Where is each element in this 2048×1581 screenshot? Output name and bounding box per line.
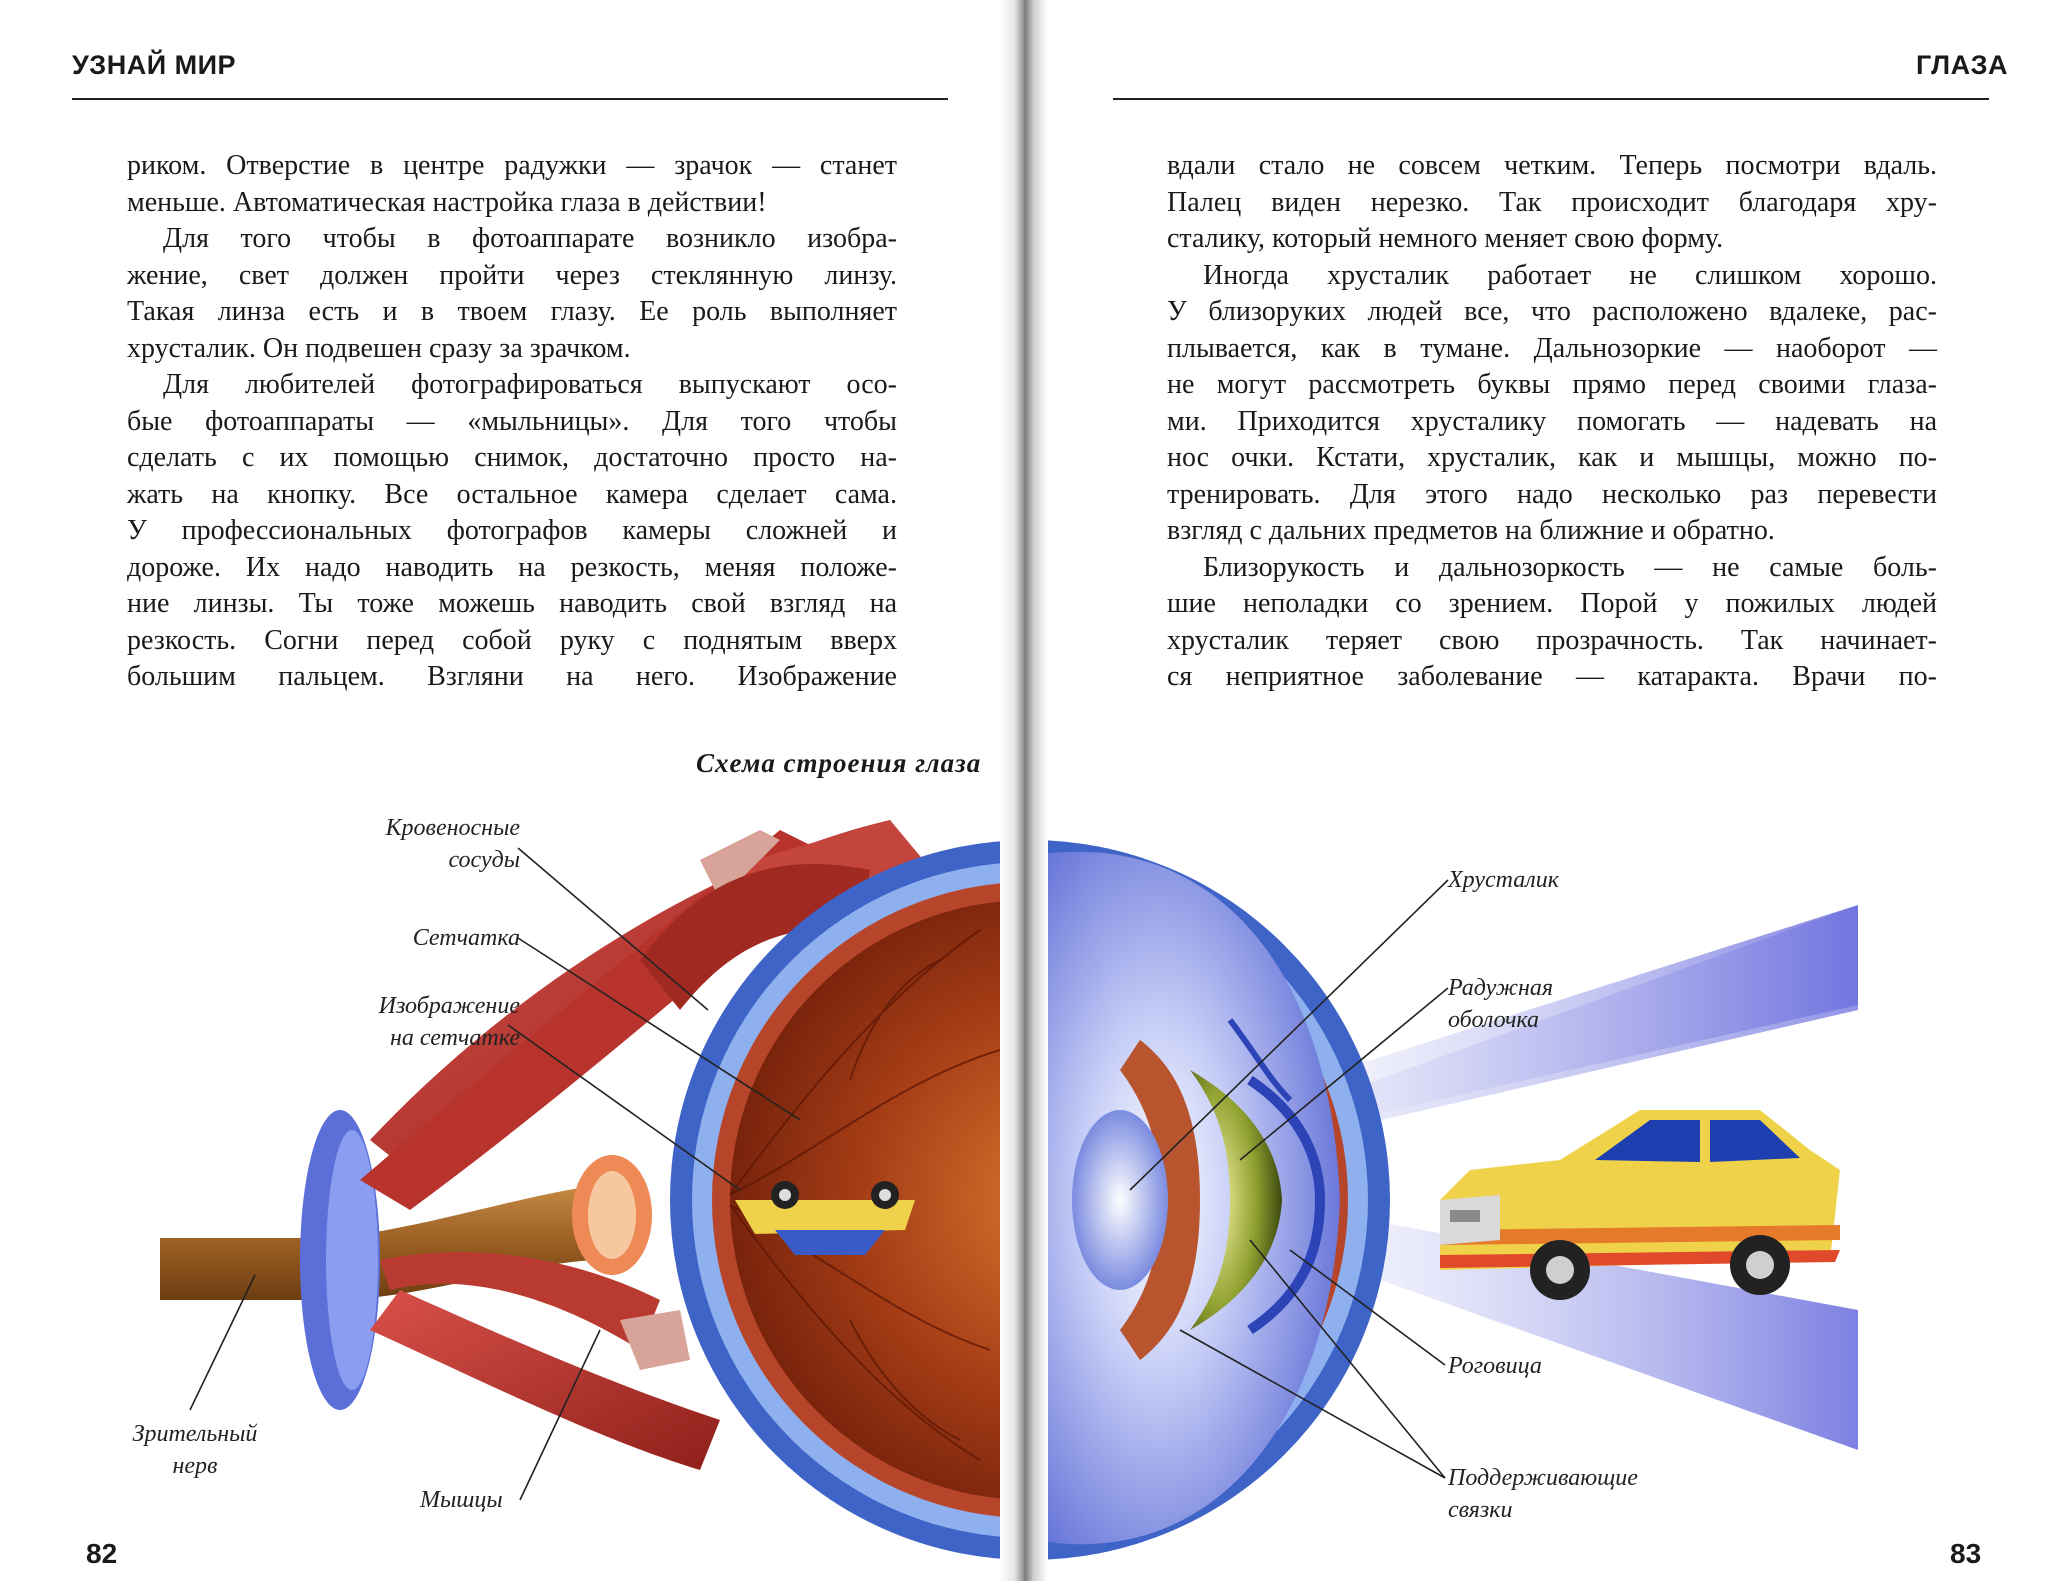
left-line: бые фотоаппараты — «мыльницы». Для того … (127, 405, 897, 437)
label-line: сосуды (448, 847, 520, 873)
tendon-upper (700, 830, 780, 900)
iris (1190, 1070, 1282, 1330)
right-line: хрусталик теряет свою прозрачность. Так … (1167, 624, 1937, 656)
label-lens: Хрусталик (1448, 867, 1559, 893)
right-line: ми. Приходится хрусталику помогать — над… (1167, 405, 1937, 437)
left-line: У профессиональных фотографов камеры сло… (127, 515, 897, 546)
header-rule-left (72, 98, 948, 100)
retina-car-image (735, 1181, 915, 1255)
label-line: оболочка (1448, 1007, 1540, 1033)
label-line: Радужная (1448, 975, 1554, 1001)
right-line: не могут рассмотреть буквы прямо перед с… (1167, 369, 1937, 400)
right-line: плывается, как в тумане. Дальнозоркие — … (1167, 332, 1937, 364)
label-cornea: Роговица (1448, 1353, 1542, 1379)
leader-lines (189, 847, 1449, 1501)
label-line: Поддерживающие (1448, 1465, 1638, 1491)
running-head-left: УЗНАЙ МИР (72, 50, 237, 80)
left-line: дороже. Их надо наводить на резкость, ме… (127, 551, 897, 583)
label-muscles: Мышцы (420, 1487, 503, 1513)
right-line: сталику, который немного меняет свою фор… (1167, 223, 1724, 254)
label-iris: Радужная оболочка (1448, 972, 1553, 1036)
book-gutter (1000, 0, 1048, 1581)
left-line: сделать с их помощью снимок, достаточно … (127, 442, 897, 473)
page-number-right: 83 (1950, 1538, 1982, 1569)
left-line: жать на кнопку. Все остальное камера сде… (127, 478, 897, 510)
diagram-title: Схема строения глаза (696, 748, 982, 778)
right-line: вдали стало не совсем четким. Теперь пос… (1167, 150, 1937, 181)
right-line: Близорукость и дальнозоркость — не самые… (1203, 551, 1937, 583)
label-retina-image: Изображение на сетчатке (310, 990, 520, 1054)
header-rule-right (1113, 98, 1989, 100)
label-blood-vessels: Кровеносные сосуды (330, 812, 520, 876)
label-line: связки (1448, 1497, 1513, 1523)
light-beam-lower (1240, 1200, 1858, 1450)
running-head-right: ГЛАЗА (1916, 50, 2008, 80)
muscle-lower-2 (380, 1252, 660, 1350)
left-line: Для того чтобы в фотоаппарате возникло и… (163, 223, 897, 254)
page-number-left: 82 (86, 1538, 118, 1569)
right-text-column: вдали стало не совсем четким. Теперь пос… (1167, 148, 1937, 696)
right-line: У близоруких людей все, что расположено … (1167, 296, 1937, 327)
left-line: жение, свет должен пройти через стеклянн… (127, 259, 897, 291)
label-line: Кровеносные (385, 815, 520, 841)
label-line: нерв (172, 1453, 218, 1479)
right-line: взгляд с дальних предметов на ближние и … (1167, 515, 1775, 546)
label-ligaments: Поддерживающие связки (1448, 1462, 1638, 1526)
left-line: ние линзы. Ты тоже можешь наводить свой … (127, 588, 897, 619)
light-beam-upper-wide (1230, 905, 1858, 1140)
left-line: Для любителей фотографироваться выпускаю… (163, 369, 897, 400)
right-line: тренировать. Для этого надо несколько ра… (1167, 478, 1937, 510)
right-line: шие неполадки со зрением. Порой у пожилы… (1167, 588, 1937, 619)
left-line: большим пальцем. Взгляни на него. Изобра… (127, 661, 897, 692)
muscle-top-fan (640, 864, 870, 1010)
muscle-lower-1 (370, 1290, 720, 1470)
left-line: Такая линза есть и в твоем глазу. Ее рол… (127, 296, 897, 327)
right-line: нос очки. Кстати, хрусталик, как и мышцы… (1167, 442, 1937, 473)
tendon-lower (620, 1310, 690, 1370)
right-line: ся неприятное заболевание — катаракта. В… (1167, 661, 1937, 692)
label-line: на сетчатке (390, 1025, 520, 1051)
label-retina: Сетчатка (412, 925, 520, 951)
right-line: Палец виден нерезко. Так происходит благ… (1167, 186, 1937, 218)
lens (1072, 1110, 1168, 1290)
car-illustration (1440, 1110, 1840, 1300)
label-line: Зрительный (132, 1421, 258, 1447)
left-line: меньше. Автоматическая настройка глаза в… (127, 186, 767, 218)
left-line: риком. Отверстие в центре радужки — зрач… (127, 150, 897, 181)
left-line: хрусталик. Он подвешен сразу за зрачком. (127, 332, 631, 364)
left-line: резкость. Согни перед собой руку с подня… (127, 624, 897, 656)
label-optic-nerve: Зрительный нерв (100, 1418, 290, 1482)
left-text-column: риком. Отверстие в центре радужки — зрач… (127, 148, 897, 696)
label-line: Изображение (378, 993, 520, 1019)
right-line: Иногда хрусталик работает не слишком хор… (1203, 259, 1937, 291)
